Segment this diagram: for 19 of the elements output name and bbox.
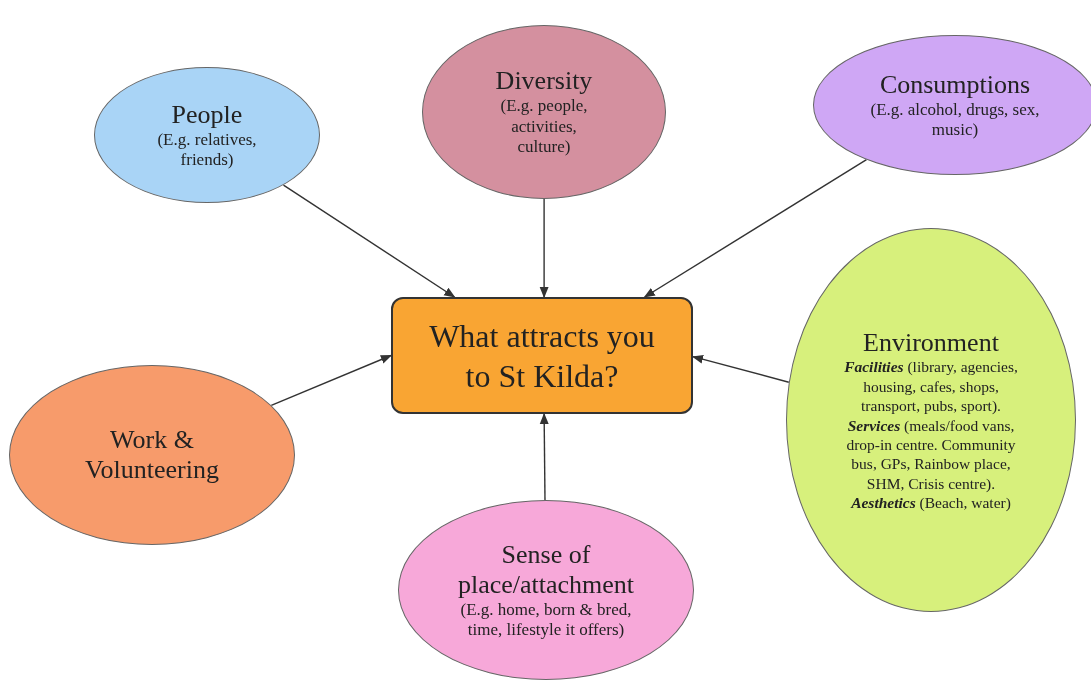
arrow bbox=[539, 412, 549, 501]
topic-examples: (E.g. alcohol, drugs, sex, music) bbox=[869, 99, 1041, 141]
arrow bbox=[691, 354, 790, 383]
topic-title: People bbox=[171, 99, 243, 130]
arrow bbox=[643, 159, 868, 298]
topic-examples: (E.g. home, born & bred, time, lifestyle it offers) bbox=[459, 599, 633, 641]
question-text: What attracts you to St Kilda? bbox=[428, 316, 656, 396]
topic-title: Work & Volunteering bbox=[84, 425, 220, 485]
topic-title: Environment bbox=[863, 327, 999, 358]
topic-title: Consumptions bbox=[879, 69, 1031, 100]
topic-examples: (E.g. people, activities, culture) bbox=[499, 96, 589, 158]
arrow bbox=[539, 198, 549, 299]
topic-examples: Facilities (library, agencies, housing, cafes, shops, transport, pubs, sport). Services (meals/food vans, drop-in centre. Community bus, GPs, Rainbow place, SHM, Crisis centre). Aesthetics (Beach, water) bbox=[843, 357, 1019, 513]
arrow bbox=[282, 184, 456, 298]
question-box bbox=[391, 297, 693, 414]
topic-examples: (E.g. relatives, friends) bbox=[156, 129, 258, 171]
topic-title: Sense of place/attachment bbox=[456, 539, 636, 600]
arrow bbox=[270, 354, 393, 406]
topic-title: Diversity bbox=[495, 66, 593, 97]
